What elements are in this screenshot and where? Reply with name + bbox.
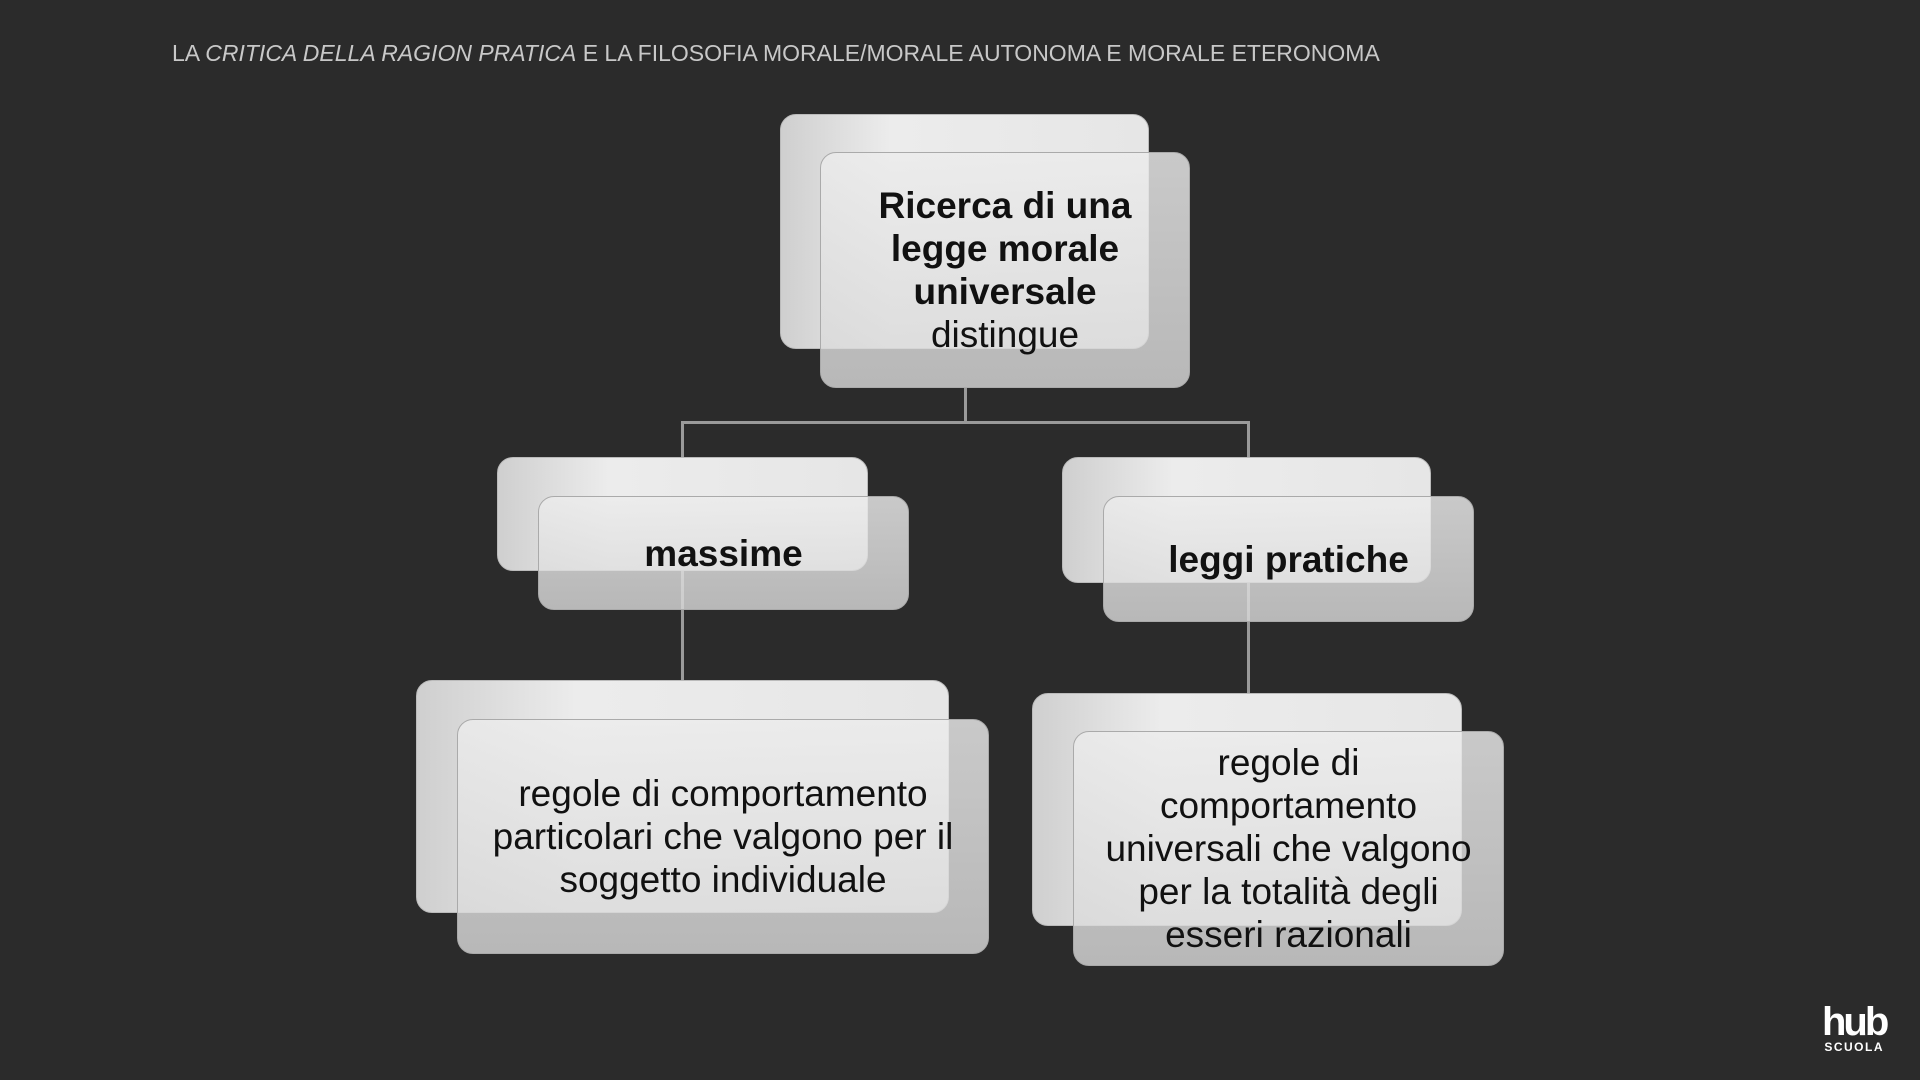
leggi-node: leggi pratiche bbox=[1103, 496, 1474, 622]
leggi-desc: regole di comportamento universali che v… bbox=[1105, 742, 1472, 955]
connector bbox=[1247, 421, 1250, 458]
title-prefix: LA bbox=[172, 40, 206, 66]
massime-label: massime bbox=[644, 532, 803, 574]
logo-main: hub bbox=[1822, 1000, 1889, 1044]
connector bbox=[681, 571, 684, 681]
title-suffix: E LA FILOSOFIA MORALE/MORALE AUTONOMA E … bbox=[576, 40, 1380, 66]
massime-node: massime bbox=[538, 496, 909, 610]
root-verb: distingue bbox=[930, 314, 1080, 355]
massime-desc-node: regole di comportamento particolari che … bbox=[457, 719, 989, 954]
root-heading: Ricerca di una legge morale universale bbox=[878, 185, 1132, 312]
title-italic: CRITICA DELLA RAGION PRATICA bbox=[205, 40, 577, 66]
massime-desc: regole di comportamento particolari che … bbox=[492, 773, 954, 900]
connector bbox=[964, 388, 967, 423]
connector bbox=[681, 421, 684, 458]
leggi-label: leggi pratiche bbox=[1168, 538, 1409, 580]
connector bbox=[681, 421, 1249, 424]
leggi-desc-node: regole di comportamento universali che v… bbox=[1073, 731, 1504, 966]
logo-sub: SCUOLA bbox=[1824, 1040, 1884, 1054]
connector bbox=[1247, 583, 1250, 693]
slide-title: LA CRITICA DELLA RAGION PRATICA E LA FIL… bbox=[172, 40, 1380, 67]
